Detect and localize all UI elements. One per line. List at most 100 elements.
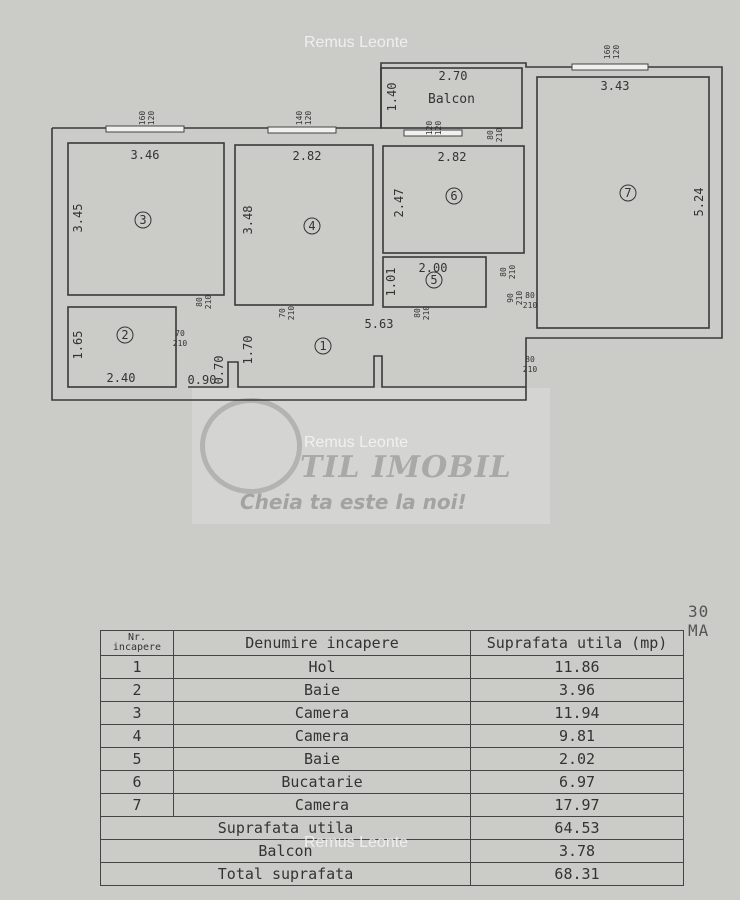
dimension-label: 2.00 (419, 261, 448, 275)
room-number: 6 (450, 189, 457, 203)
room-number: 2 (121, 328, 128, 342)
dimension-label: 1.01 (384, 268, 398, 297)
cell-nr: 7 (100, 793, 174, 817)
opening-size-top: 80 (525, 291, 535, 300)
cell-nr: 4 (100, 724, 174, 748)
opening-size-bottom: 210 (287, 306, 296, 321)
header-area: Suprafata utila (mp) (470, 630, 684, 656)
logo-title: TIL IMOBIL (300, 450, 512, 485)
opening-size-bottom: 120 (304, 111, 313, 126)
room-number-circle (619, 184, 637, 202)
windows (105, 63, 649, 137)
table-header: Nr. incapere Denumire incapere Suprafata… (100, 630, 684, 656)
dimension-label: 3.45 (71, 204, 85, 233)
dimension-label: 3.48 (241, 206, 255, 235)
watermark-bottom: Remus Leonte (304, 834, 409, 851)
cell-name: Camera (173, 701, 471, 725)
room-number-circle (116, 326, 134, 344)
cell-nr: 3 (100, 701, 174, 725)
opening-size-top: 70 (175, 329, 185, 338)
cell-area: 11.94 (470, 701, 684, 725)
balcony-label: Balcon (428, 92, 475, 107)
cell-nr: 1 (100, 655, 174, 679)
dimension-label: 5.63 (365, 317, 394, 331)
header-name: Denumire incapere (173, 630, 471, 656)
dimension-label: 3.43 (601, 79, 630, 93)
dimension-label: 2.82 (293, 149, 322, 163)
opening-size-top: 80 (525, 355, 535, 364)
dimension-label: 5.24 (692, 188, 706, 217)
opening-size-top: 160 (603, 45, 612, 60)
stamp-text: 30 MA (688, 602, 710, 640)
dimension-label: 3.46 (131, 148, 160, 162)
room-number-circle (425, 271, 443, 289)
opening-size-bottom: 210 (523, 365, 538, 374)
opening-size-bottom: 210 (495, 128, 504, 143)
watermark-middle: Remus Leonte (304, 434, 409, 451)
cell-area: 11.86 (470, 655, 684, 679)
room-number: 5 (430, 273, 437, 287)
cell-area: 9.81 (470, 724, 684, 748)
total-label: Suprafata utila (100, 816, 471, 840)
room-number-circle (445, 187, 463, 205)
watermark-top: Remus Leonte (304, 34, 409, 51)
cell-name: Camera (173, 724, 471, 748)
total-value: 3.78 (470, 839, 684, 863)
dimension-label: 2.47 (392, 189, 406, 218)
dimension-label: 2.40 (107, 371, 136, 385)
cell-area: 2.02 (470, 747, 684, 771)
room-number-circle (134, 211, 152, 229)
dimension-label: 2.82 (438, 150, 467, 164)
opening-size-top: 90 (506, 293, 515, 303)
opening-size-bottom: 120 (612, 45, 621, 60)
cell-name: Baie (173, 747, 471, 771)
opening-size-top: 80 (195, 297, 204, 307)
cell-name: Baie (173, 678, 471, 702)
cell-name: Camera (173, 793, 471, 817)
opening-size-top: 80 (499, 267, 508, 277)
logo-tagline: Cheia ta este la noi! (240, 490, 467, 514)
cell-nr: 2 (100, 678, 174, 702)
room-number: 3 (139, 213, 146, 227)
total-value: 64.53 (470, 816, 684, 840)
cell-nr: 6 (100, 770, 174, 794)
room-number-circle (314, 337, 332, 355)
opening-size-bottom: 210 (422, 306, 431, 321)
opening-size-top: 70 (278, 308, 287, 318)
opening-size-bottom: 210 (515, 291, 524, 306)
opening-size-bottom: 210 (508, 265, 517, 280)
dimension-label: 1.65 (71, 331, 85, 360)
opening-size-top: 80 (413, 308, 422, 318)
dimension-label: 1.70 (241, 336, 255, 365)
cell-area: 6.97 (470, 770, 684, 794)
dimension-label: 0.90 (188, 373, 217, 387)
header-nr: Nr. incapere (100, 630, 174, 656)
total-label: Total suprafata (100, 862, 471, 886)
cell-nr: 5 (100, 747, 174, 771)
cell-area: 3.96 (470, 678, 684, 702)
opening-size-top: 80 (486, 130, 495, 140)
opening-size-bottom: 120 (434, 121, 443, 136)
dimension-label: 2.70 (439, 69, 468, 83)
opening-size-bottom: 120 (147, 111, 156, 126)
room-number: 1 (319, 339, 326, 353)
opening-size-top: 120 (425, 121, 434, 136)
opening-size-top: 140 (295, 111, 304, 126)
opening-size-bottom: 210 (204, 295, 213, 310)
total-value: 68.31 (470, 862, 684, 886)
opening-size-bottom: 210 (523, 301, 538, 310)
opening-size-bottom: 210 (173, 339, 188, 348)
total-label: Balcon (100, 839, 471, 863)
room-number: 7 (624, 186, 631, 200)
opening-size-top: 160 (138, 111, 147, 126)
